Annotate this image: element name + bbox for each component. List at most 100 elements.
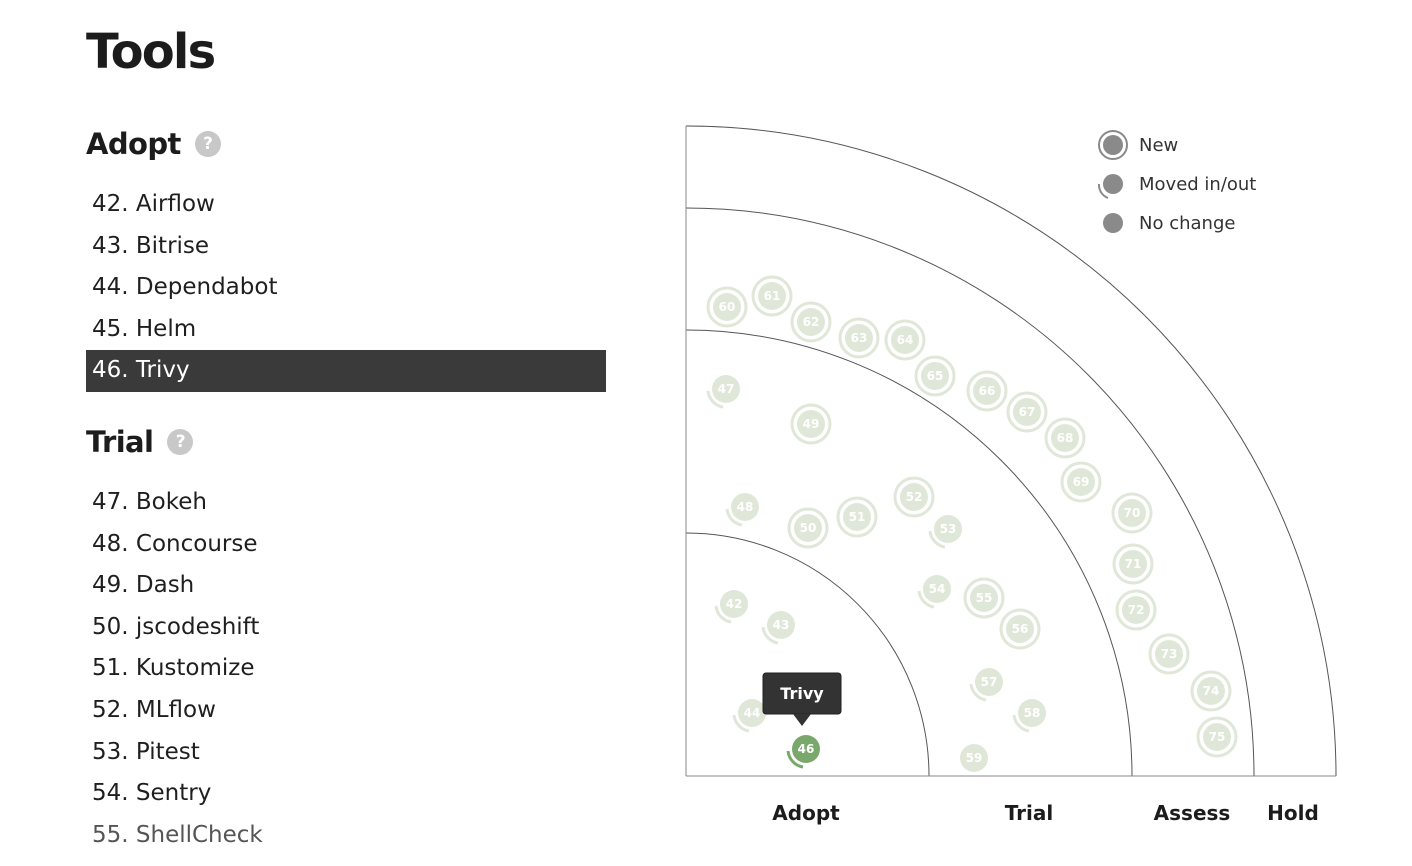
blip-new-ring <box>790 403 832 445</box>
ring-label-assess: Assess <box>1154 801 1231 825</box>
blip-number: 75 <box>1209 730 1226 744</box>
blip-dot <box>720 590 748 618</box>
blip-number: 54 <box>929 582 946 596</box>
list-item[interactable]: 50. jscodeshift <box>92 613 260 640</box>
blip-number: 69 <box>1073 475 1090 489</box>
radar-blip[interactable]: 66 <box>966 370 1008 412</box>
radar-blip[interactable]: 50 <box>787 507 829 549</box>
blip-number: 65 <box>927 369 944 383</box>
ring-arc-hold <box>685 125 1337 777</box>
blip-moved-arc <box>1012 714 1030 733</box>
radar-blip[interactable]: 64 <box>884 319 926 361</box>
blip-number: 64 <box>897 333 914 347</box>
radar-blip[interactable]: 68 <box>1044 417 1086 459</box>
blip-number: 59 <box>966 751 983 765</box>
blip-number: 63 <box>851 331 868 345</box>
radar-blip[interactable]: 51 <box>836 496 878 538</box>
section-heading-adopt: Adopt ? <box>86 127 221 161</box>
blip-number: 53 <box>940 522 957 536</box>
section-heading-label: Adopt <box>86 127 181 161</box>
legend-nochange-label: No change <box>1139 213 1235 234</box>
blip-new-ring <box>1060 461 1102 503</box>
radar-blip[interactable]: 43 <box>761 611 795 645</box>
blip-dot <box>934 515 962 543</box>
list-item[interactable]: 47. Bokeh <box>92 489 207 515</box>
radar-blip[interactable]: 67 <box>1006 391 1048 433</box>
blip-number: 52 <box>906 490 923 504</box>
blip-dot <box>738 699 766 727</box>
radar-blip[interactable]: 42 <box>714 590 748 624</box>
radar-blip[interactable]: 46 <box>786 735 820 769</box>
list-item[interactable]: 45. Helm <box>92 315 197 342</box>
radar-blip[interactable]: 56 <box>999 608 1041 650</box>
list-item[interactable]: 42. Airflow <box>92 191 215 217</box>
radar-blip[interactable]: 61 <box>751 275 793 317</box>
radar-blip[interactable]: 44 <box>732 699 766 733</box>
list-item[interactable]: 49. Dash <box>92 572 195 599</box>
blip-new-ring <box>1148 633 1190 675</box>
radar-blip[interactable]: 74 <box>1190 670 1232 712</box>
blip-dot <box>1018 699 1046 727</box>
list-item[interactable]: 54. Sentry <box>92 780 212 807</box>
legend-moved-icon <box>1103 174 1123 194</box>
blip-new-ring <box>884 319 926 361</box>
radar-blip[interactable]: 71 <box>1112 543 1154 585</box>
radar-blip[interactable]: 70 <box>1111 492 1153 534</box>
radar-blip[interactable]: 54 <box>917 575 951 609</box>
help-icon[interactable]: ? <box>194 131 221 157</box>
blip-new-ring <box>836 496 878 538</box>
legend-moved-label: Moved in/out <box>1139 174 1256 195</box>
blip-dot <box>970 584 998 612</box>
blip-dot <box>767 611 795 639</box>
radar-blip[interactable]: 48 <box>725 493 759 527</box>
blip-number: 73 <box>1161 647 1178 661</box>
list-item[interactable]: 52. MLflow <box>92 696 216 723</box>
blip-number: 56 <box>1012 622 1029 636</box>
radar-blip[interactable]: 73 <box>1148 633 1190 675</box>
list-item[interactable]: 44. Dependabot <box>92 274 278 301</box>
list-item[interactable]: 53. Pitest <box>92 738 200 765</box>
blip-dot <box>921 362 949 390</box>
help-icon[interactable]: ? <box>167 429 194 455</box>
blip-new-ring <box>1112 543 1154 585</box>
radar-blip[interactable]: 47 <box>706 375 740 409</box>
radar-blip[interactable]: 62 <box>790 301 832 343</box>
blip-moved-arc <box>969 683 987 702</box>
blip-number: 46 <box>798 742 815 756</box>
list-item[interactable]: 48. Concourse <box>92 530 258 557</box>
blip-new-ring <box>1044 417 1086 459</box>
blip-dot <box>1203 723 1231 751</box>
radar-blip[interactable]: 65 <box>914 355 956 397</box>
radar-blip[interactable]: 60 <box>706 286 748 328</box>
blip-dot <box>758 282 786 310</box>
blip-dot <box>973 377 1001 405</box>
radar-blip[interactable]: 52 <box>893 476 935 518</box>
radar-blip[interactable]: 55 <box>963 577 1005 619</box>
blip-new-ring <box>963 577 1005 619</box>
list-item[interactable]: 55. ShellCheck <box>92 821 263 848</box>
blip-dot <box>843 503 871 531</box>
radar-blip[interactable]: 63 <box>838 317 880 359</box>
radar-blip[interactable]: 72 <box>1115 589 1157 631</box>
blip-number: 67 <box>1019 405 1036 419</box>
radar-blip[interactable]: 53 <box>928 515 962 549</box>
blip-number: 49 <box>803 417 820 431</box>
radar-blip[interactable]: 49 <box>790 403 832 445</box>
legend-new-label: New <box>1139 135 1178 156</box>
radar-blip[interactable]: 57 <box>969 668 1003 702</box>
legend-moved-arc <box>1097 183 1109 199</box>
list-item[interactable]: 43. Bitrise <box>92 232 210 259</box>
tooltip-text: Trivy <box>780 684 824 703</box>
blip-number: 58 <box>1024 706 1041 720</box>
blip-number: 74 <box>1203 684 1220 698</box>
radar-blip[interactable]: 69 <box>1060 461 1102 503</box>
radar-blip[interactable]: 58 <box>1012 699 1046 733</box>
list-item[interactable]: 51. Kustomize <box>92 655 255 682</box>
legend-new-icon <box>1103 135 1123 155</box>
blip-number: 57 <box>981 675 998 689</box>
radar-blip[interactable]: 59 <box>960 744 988 772</box>
radar-blip[interactable]: 75 <box>1196 716 1238 758</box>
page-title: Tools <box>86 24 216 80</box>
list-item-selected[interactable]: 46. Trivy <box>86 350 606 392</box>
